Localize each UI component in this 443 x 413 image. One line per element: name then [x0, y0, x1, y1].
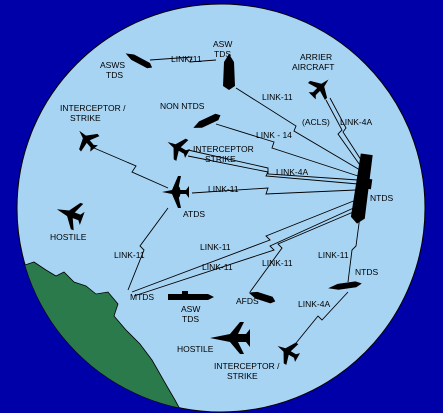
carrier-icon — [350, 153, 373, 224]
aircraft-icon — [277, 342, 301, 365]
link-line — [329, 97, 366, 167]
aew-aircraft-icon — [162, 176, 189, 208]
link-line — [291, 291, 349, 349]
theatre-circle — [16, 3, 426, 413]
link-line — [133, 205, 359, 297]
link-line — [93, 147, 169, 189]
link-label: LINK-11 — [262, 258, 293, 268]
link-label: LINK-11 — [202, 262, 233, 272]
link-line — [215, 123, 359, 177]
link-line — [191, 187, 357, 195]
label-hostile-left: HOSTILE — [50, 232, 87, 242]
link-line — [187, 149, 359, 181]
aircraft-icon — [167, 138, 191, 161]
link-label: LINK-11 — [114, 250, 145, 260]
platforms — [56, 53, 373, 365]
ship-icon — [223, 54, 235, 90]
link-line — [249, 209, 359, 293]
label-afds: AFDS — [236, 296, 259, 306]
label-interceptor-strike-left: INTERCEPTOR /STRIKE — [60, 103, 126, 123]
link-lines — [93, 56, 366, 349]
label-ntds-main: NTDS — [370, 193, 393, 203]
label-interceptor-strike-bottom: INTERCEPTOR /STRIKE — [214, 361, 280, 381]
link-labels: LINK-11 LINK-11 (ACLS) LINK-4A LINK - 14… — [114, 54, 372, 309]
ship-icon — [168, 291, 214, 300]
link-label: LINK - 14 — [256, 130, 292, 140]
link-label: (ACLS) — [302, 117, 330, 127]
link-line — [149, 56, 217, 63]
link-label: LINK-11 — [262, 92, 293, 102]
link-line — [187, 155, 359, 185]
label-hostile-bottom: HOSTILE — [177, 344, 214, 354]
link-label: LINK-4A — [276, 167, 308, 177]
link-line — [347, 215, 361, 283]
ship-icon — [193, 113, 221, 128]
link-line — [127, 207, 169, 291]
link-line — [235, 87, 361, 171]
label-atds: ATDS — [183, 209, 205, 219]
label-ntds-right: NTDS — [355, 267, 378, 277]
link-label: LINK-11 — [171, 54, 202, 64]
link-label: LINK-11 — [200, 242, 231, 252]
label-mtds: MTDS — [130, 292, 154, 302]
link-line — [131, 199, 357, 293]
link-label: LINK-4A — [298, 299, 330, 309]
link-label: LINK-11 — [208, 184, 239, 194]
link-label: LINK-11 — [318, 250, 349, 260]
ship-icon — [328, 281, 362, 290]
hostile-aircraft-icon — [56, 202, 85, 231]
aircraft-icon — [307, 79, 329, 101]
link-label: LINK-4A — [340, 117, 372, 127]
ship-icon — [125, 53, 153, 69]
ship-icon — [248, 291, 276, 304]
link-line — [325, 99, 363, 169]
aircraft-icon — [79, 130, 100, 152]
label-non-ntds: NON NTDS — [160, 101, 205, 111]
hostile-aircraft-icon — [210, 322, 250, 354]
